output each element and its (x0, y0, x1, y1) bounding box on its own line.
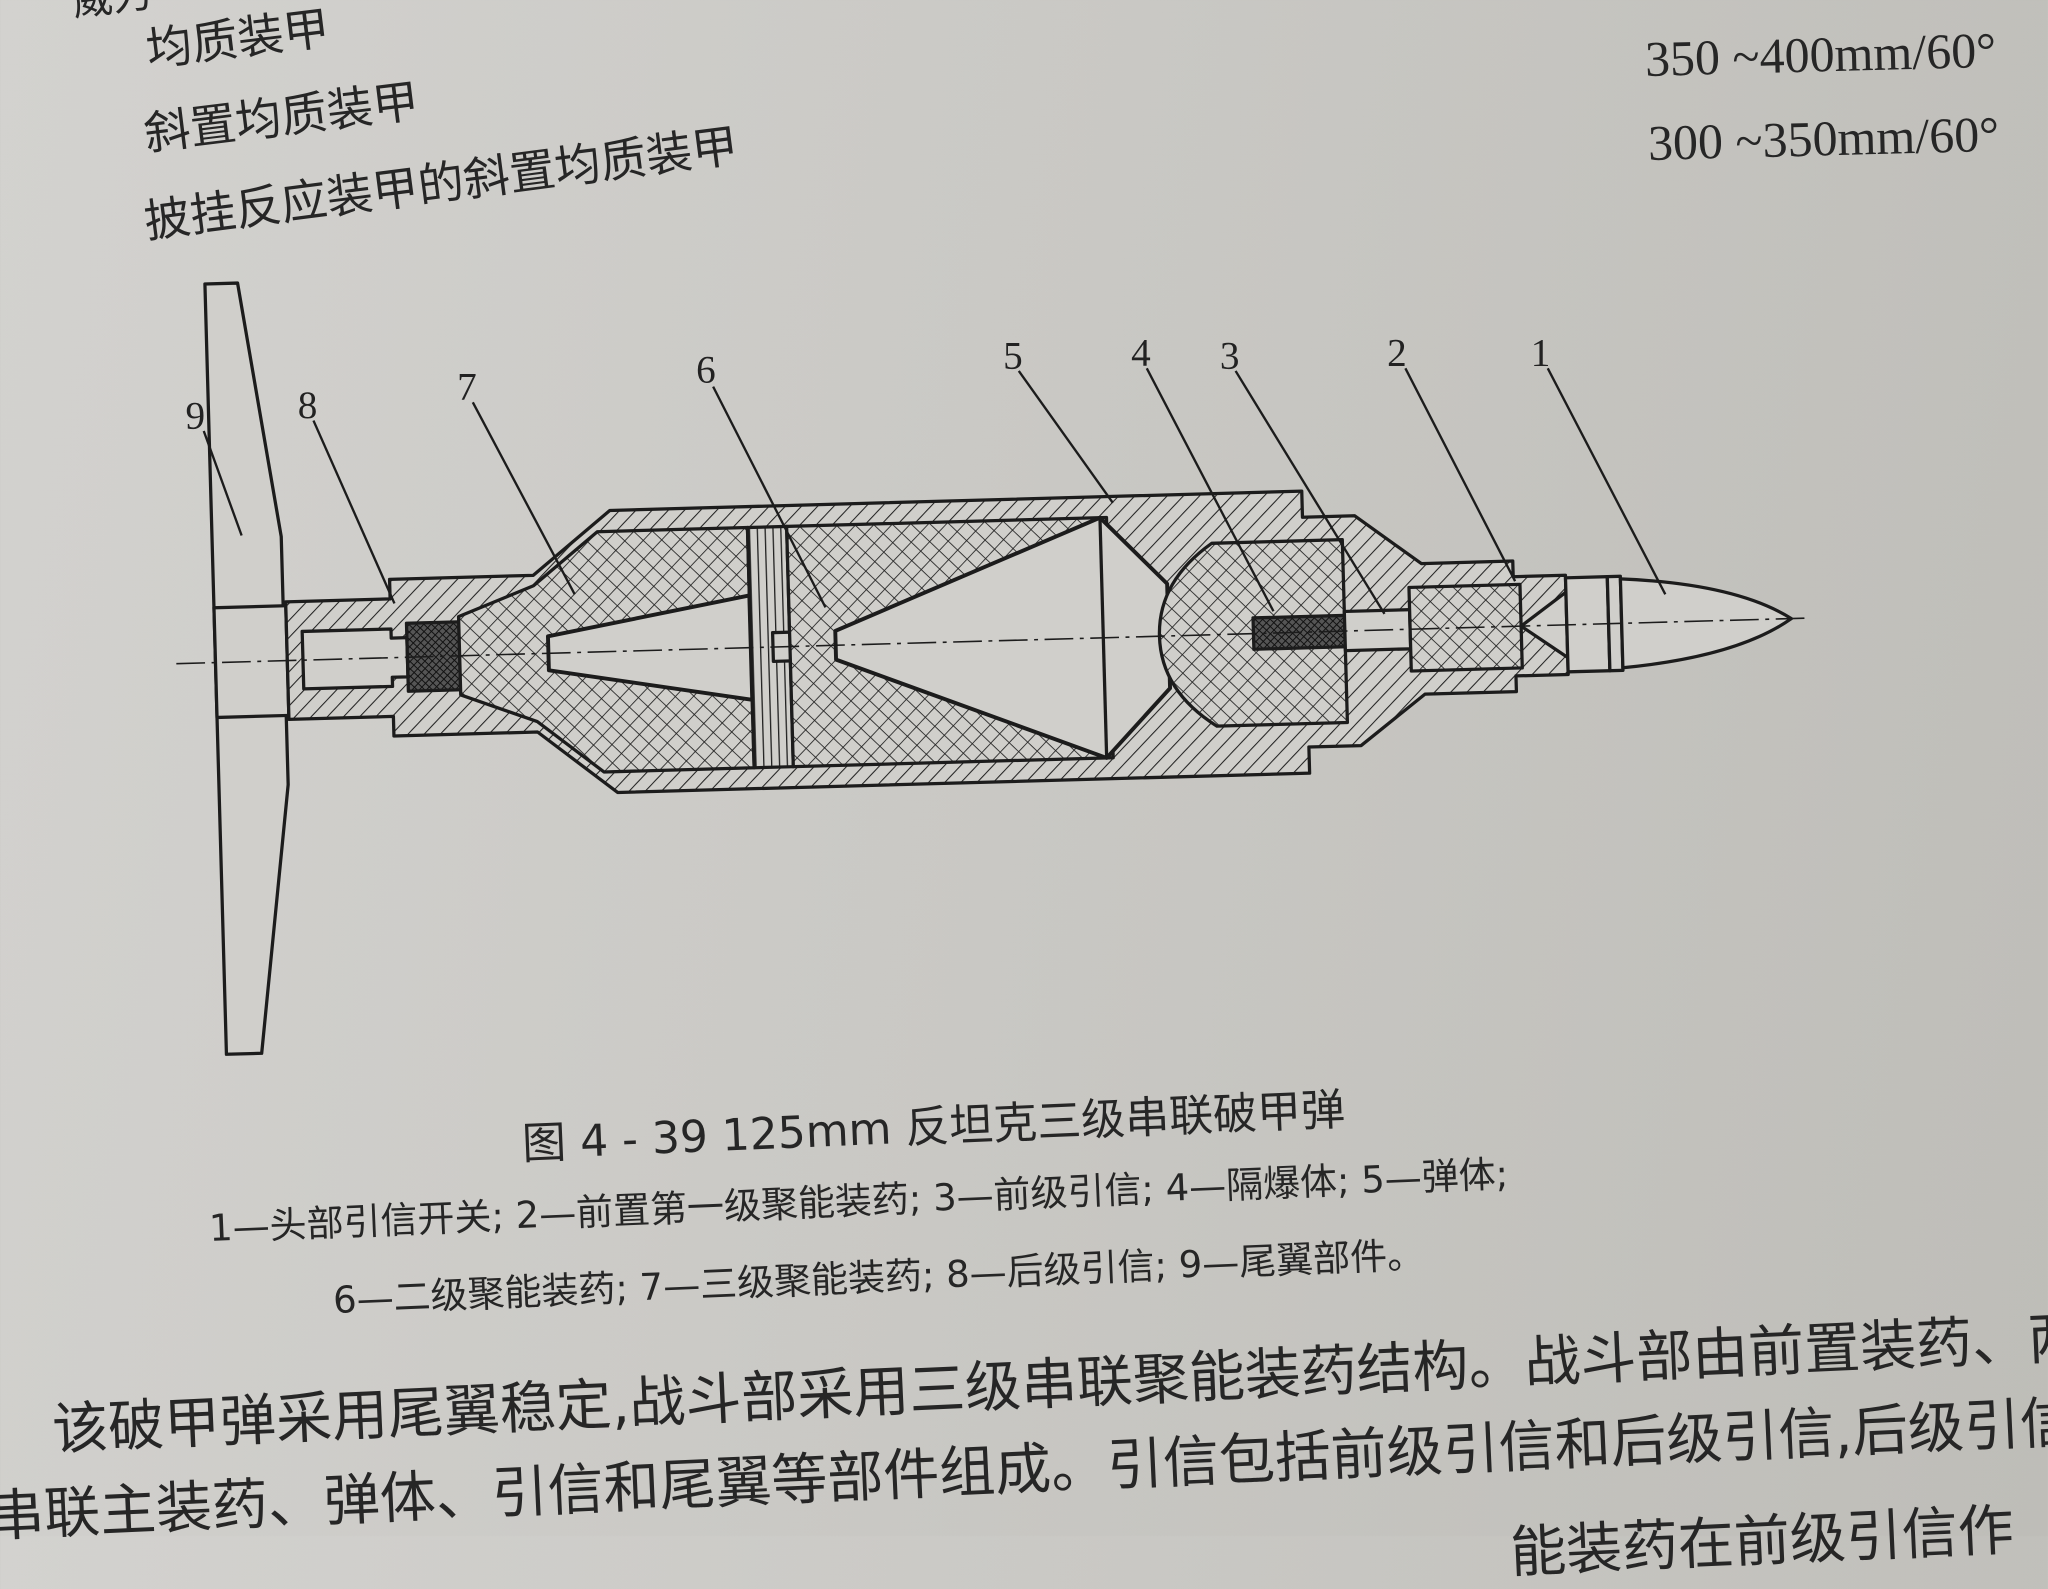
part-label-5: 5 (1003, 334, 1023, 377)
tandem-heat-round-diagram: 1 2 3 4 5 6 7 8 9 (176, 281, 1809, 1056)
part-label-3: 3 (1220, 334, 1240, 377)
leader-lines (202, 367, 1667, 615)
part-label-2: 2 (1387, 332, 1407, 375)
part-label-8: 8 (298, 384, 318, 427)
part-label-6: 6 (696, 349, 716, 392)
rear-fuze-cavity (300, 627, 410, 691)
part-label-1: 1 (1531, 332, 1551, 375)
part-label-9: 9 (185, 394, 205, 437)
part-label-7: 7 (457, 366, 477, 409)
center-axis (176, 617, 1809, 665)
part-label-4: 4 (1131, 332, 1151, 375)
